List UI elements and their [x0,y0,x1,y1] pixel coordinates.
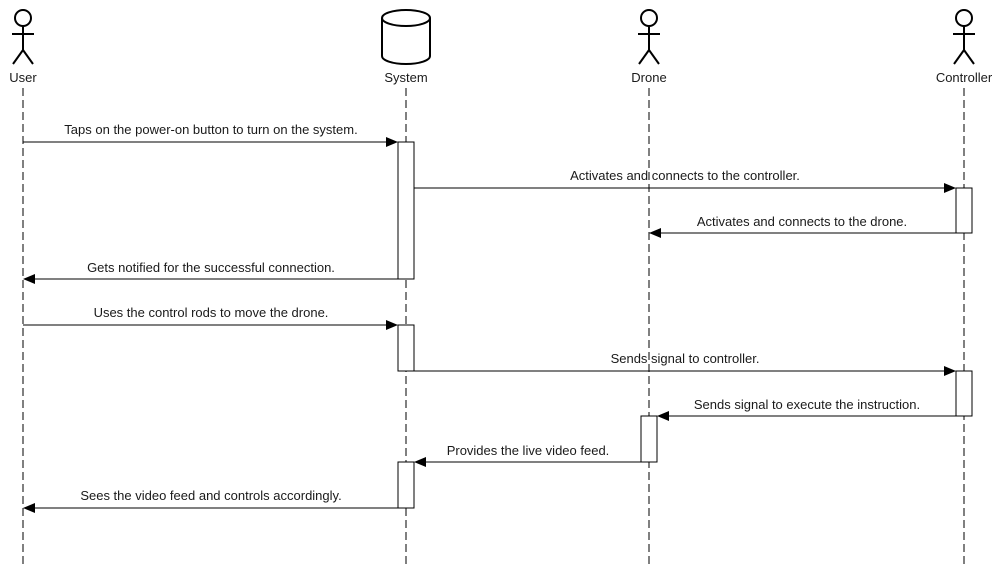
message-label: Activates and connects to the controller… [570,168,800,183]
message-label: Sends signal to execute the instruction. [694,397,920,412]
message-label: Provides the live video feed. [447,443,610,458]
actor-icon-drone [638,9,660,65]
activation-bar-system [397,461,415,509]
message: Provides the live video feed. [414,443,641,467]
actor-icon-controller [953,9,975,65]
message-label: Sees the video feed and controls accordi… [80,488,341,503]
message: Activates and connects to the controller… [414,168,956,193]
message-label: Sends signal to controller. [611,351,760,366]
message: Uses the control rods to move the drone. [23,305,398,330]
message: Gets notified for the successful connect… [23,260,398,284]
message-label: Activates and connects to the drone. [697,214,907,229]
message: Sees the video feed and controls accordi… [23,488,398,513]
participant-label-user: User [9,70,37,85]
actor-icon-user [12,9,34,65]
message: Sends signal to controller. [414,351,956,376]
participant-label-system: System [384,70,427,85]
activation-bar-controller [955,187,973,234]
database-icon-system [381,9,431,65]
activation-bar-system [397,324,415,372]
activation-bar-controller [955,370,973,417]
participant-label-drone: Drone [631,70,666,85]
message-label: Taps on the power-on button to turn on t… [64,122,357,137]
message: Activates and connects to the drone. [649,214,956,238]
participant-label-controller: Controller [936,70,993,85]
message-label: Gets notified for the successful connect… [87,260,335,275]
message: Taps on the power-on button to turn on t… [23,122,398,147]
message: Sends signal to execute the instruction. [657,397,956,421]
activation-bar-system [397,141,415,280]
message-label: Uses the control rods to move the drone. [94,305,329,320]
activation-bar-drone [640,415,658,463]
